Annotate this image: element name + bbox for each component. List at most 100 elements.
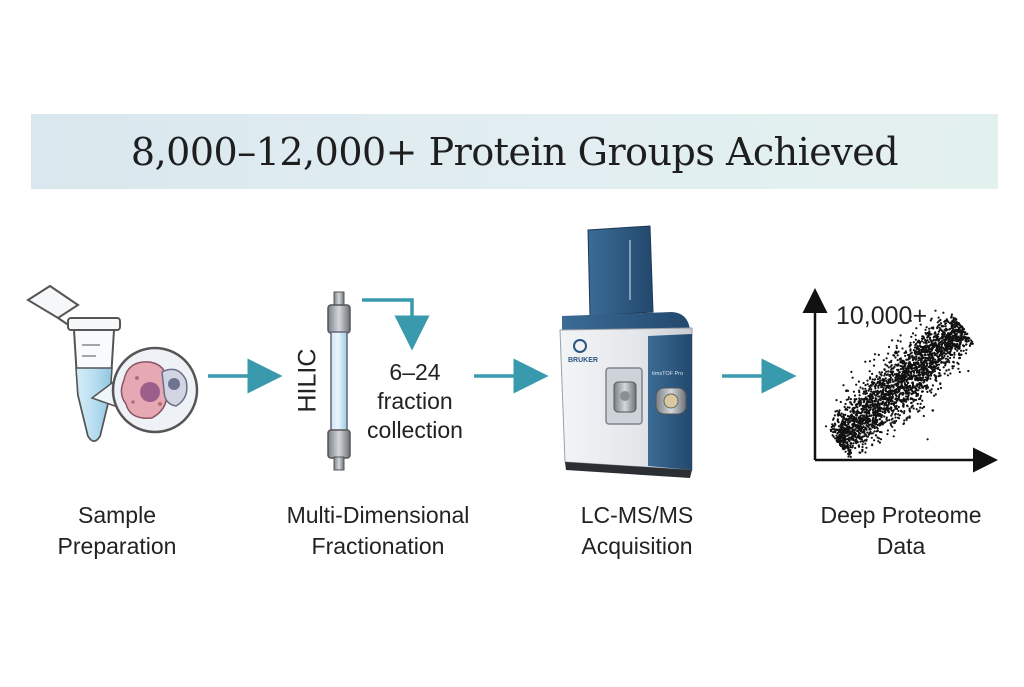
scatter-point — [944, 361, 947, 364]
scatter-point — [917, 356, 921, 359]
scatter-point — [855, 404, 858, 407]
scatter-point — [846, 389, 850, 392]
scatter-point — [845, 427, 848, 430]
scatter-point — [878, 422, 881, 425]
scatter-point — [906, 367, 909, 370]
scatter-points — [824, 309, 974, 458]
scatter-point — [882, 421, 885, 425]
scatter-point — [896, 373, 899, 377]
scatter-point — [841, 423, 844, 426]
scatter-point — [873, 426, 876, 430]
scatter-point — [941, 339, 944, 343]
scatter-point — [946, 328, 949, 331]
scatter-point — [894, 416, 897, 419]
scatter-point — [843, 443, 846, 446]
scatter-point — [931, 360, 934, 363]
scatter-point — [838, 433, 841, 436]
scatter-point — [906, 405, 909, 408]
scatter-point — [859, 425, 862, 428]
scatter-point — [866, 422, 869, 425]
scatter-point — [948, 338, 951, 342]
scatter-point — [944, 364, 947, 367]
scatter-point — [935, 360, 939, 363]
scatter-point — [958, 323, 961, 326]
scatter-point — [934, 377, 938, 380]
scatter-point — [947, 368, 951, 371]
scatter-point — [957, 331, 960, 334]
scatter-point — [836, 428, 839, 431]
scatter-point — [862, 401, 865, 404]
scatter-point — [874, 390, 878, 393]
scatter-point — [899, 368, 903, 371]
scatter-point — [915, 398, 918, 402]
scatter-point — [901, 372, 904, 376]
scatter-point — [968, 344, 972, 347]
scatter-point — [933, 360, 937, 363]
microcentrifuge-tube-icon — [26, 284, 133, 442]
scatter-point — [917, 350, 920, 353]
scatter-point — [928, 365, 932, 368]
scatter-point — [891, 370, 894, 373]
scatter-point — [885, 416, 888, 419]
scatter-point — [875, 397, 878, 400]
scatter-point — [871, 378, 874, 381]
scatter-point — [944, 325, 947, 328]
scatter-point — [899, 374, 902, 377]
scatter-point — [879, 376, 882, 379]
scatter-point — [955, 318, 958, 321]
scatter-point — [881, 389, 885, 392]
scatter-point — [956, 343, 959, 346]
scatter-point — [909, 410, 912, 413]
scatter-point — [902, 365, 905, 368]
scatter-point — [865, 413, 868, 416]
scatter-point — [877, 440, 880, 443]
scatter-point — [915, 346, 919, 349]
step-caption-acquisition: LC-MS/MS Acquisition — [537, 500, 737, 562]
scatter-point — [862, 392, 865, 395]
scatter-point — [932, 326, 935, 329]
scatter-point — [940, 360, 943, 363]
scatter-point — [871, 402, 874, 405]
scatter-point — [858, 420, 861, 423]
scatter-point — [937, 363, 941, 366]
scatter-point — [858, 404, 861, 407]
scatter-point — [899, 340, 902, 343]
scatter-point — [928, 347, 931, 351]
scatter-point — [858, 399, 861, 402]
scatter-point — [871, 444, 874, 447]
scatter-point — [897, 405, 900, 409]
scatter-point — [849, 444, 852, 447]
scatter-point — [853, 415, 856, 419]
scatter-point — [928, 344, 932, 347]
scatter-point — [871, 432, 875, 435]
scatter-point — [876, 380, 880, 383]
scatter-point — [942, 366, 945, 369]
scatter-point — [970, 342, 973, 345]
scatter-point — [864, 404, 868, 407]
scatter-point — [953, 345, 957, 348]
scatter-point — [928, 389, 932, 392]
scatter-point — [869, 386, 872, 389]
scatter-point — [869, 397, 872, 400]
scatter-point — [913, 374, 916, 377]
scatter-point — [902, 375, 905, 378]
scatter-point — [834, 410, 837, 413]
scatter-point — [946, 374, 950, 377]
scatter-point — [911, 385, 914, 388]
scatter-point — [878, 441, 882, 444]
scatter-point — [889, 389, 892, 392]
scatter-point — [843, 405, 846, 408]
scatter-point — [931, 362, 934, 365]
scatter-point — [890, 414, 893, 417]
scatter-point — [934, 393, 937, 396]
scatter-point — [894, 378, 898, 381]
scatter-point — [852, 410, 855, 413]
scatter-point — [917, 347, 921, 350]
scatter-point — [844, 402, 847, 406]
scatter-point — [874, 383, 878, 386]
scatter-point — [853, 401, 856, 404]
scatter-point — [852, 442, 855, 445]
scatter-point — [895, 384, 898, 387]
scatter-point — [878, 384, 881, 387]
scatter-point — [850, 433, 854, 436]
